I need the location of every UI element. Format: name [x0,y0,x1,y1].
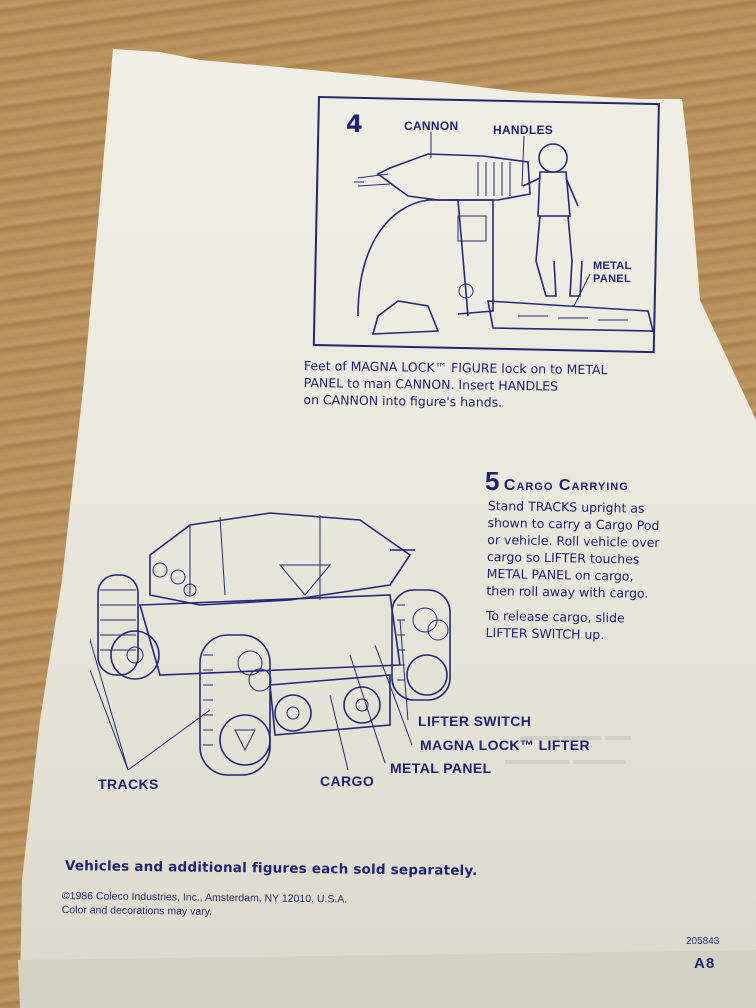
cannon-figure-illustration [354,132,655,335]
step5-number: 5 [485,466,500,496]
copyright-block: ©1986 Coleco Industries, Inc., Amsterdam… [62,889,348,920]
step5-instructions: Stand TRACKS upright as shown to carry a… [485,497,660,644]
step4-number: 4 [346,110,363,138]
step5-heading: 5 Cargo Carrying [485,466,629,497]
label-cargo: CARGO [320,773,375,789]
label-metal-panel: METAL PANEL [390,760,492,776]
label-metal-panel-line2: PANEL [593,273,631,285]
label-metal-panel-line1: METAL [593,260,632,272]
bleed-through-text: ▬▬▬▬▬ ▬▬▬▬ [505,752,626,767]
label-handles: HANDLES [493,123,554,137]
bleed-through-text: ▬▬▬ ▬▬▬ ▬▬ [520,728,632,743]
label-metal-panel-step4: METAL PANEL [593,260,632,286]
vehicle-cargo-illustration [90,512,451,776]
step5-title: Cargo Carrying [503,477,629,494]
part-number: 205843 [686,936,720,947]
label-lifter-switch: LIFTER SWITCH [418,713,532,729]
step4-caption: Feet of MAGNA LOCK™ FIGURE lock on to ME… [303,357,607,412]
label-cannon: CANNON [404,119,459,133]
label-tracks: TRACKS [98,776,159,792]
label-magna-lock-lifter: MAGNA LOCK™ LIFTER [420,737,590,753]
step5-instruction-line: then roll away with cargo. [486,582,649,601]
page-identifier: A8 [694,955,716,972]
step5-release-line: LIFTER SWITCH up. [485,624,605,643]
